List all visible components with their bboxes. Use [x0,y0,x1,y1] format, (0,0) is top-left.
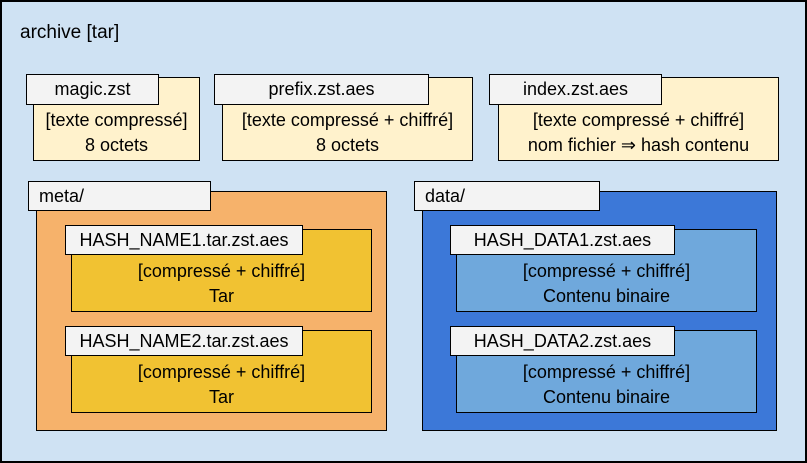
file-card-hash-data2: [compressé + chiffré] Contenu binaire HA… [450,326,757,413]
file-desc-line2: nom fichier ⇒ hash contenu [527,135,750,155]
file-name-label: index.zst.aes [522,79,629,99]
file-desc-line2: Contenu binaire [542,285,671,306]
file-name-label: HASH_NAME2.tar.zst.aes [79,330,289,351]
file-card-hash-data1: [compressé + chiffré] Contenu binaire HA… [450,225,757,312]
file-desc-line2: 8 octets [84,135,149,155]
file-desc-hash-data1: [compressé + chiffré] Contenu binaire [457,256,756,311]
file-desc-line2: Tar [208,386,234,407]
file-desc-hash-name1: [compressé + chiffré] Tar [72,256,371,311]
file-desc-line1: [texte compressé + chiffré] [241,110,454,130]
folder-tab-data: data/ [414,181,600,211]
file-body-hash-data2: [compressé + chiffré] Contenu binaire [456,330,757,413]
file-name-label: HASH_DATA1.zst.aes [473,229,652,250]
folder-data: data/ [compressé + chiffré] Contenu bina… [414,181,777,431]
file-tab-hash-name2: HASH_NAME2.tar.zst.aes [65,326,303,356]
file-desc-line1: [compressé + chiffré] [522,361,691,382]
file-desc-line2: Contenu binaire [542,386,671,407]
file-desc-index: [texte compressé + chiffré] nom fichier … [499,106,778,160]
file-desc-line1: [texte compressé + chiffré] [532,110,745,130]
file-tab-prefix: prefix.zst.aes [214,74,429,105]
file-card-index: [texte compressé + chiffré] nom fichier … [489,74,779,161]
folder-name-label: data/ [425,185,466,206]
file-desc-hash-data2: [compressé + chiffré] Contenu binaire [457,357,756,412]
file-card-hash-name1: [compressé + chiffré] Tar HASH_NAME1.tar… [65,225,372,312]
file-name-label: magic.zst [54,79,131,99]
file-name-label: HASH_DATA2.zst.aes [473,330,652,351]
folder-tab-meta: meta/ [28,181,211,211]
file-card-prefix: [texte compressé + chiffré] 8 octets pre… [214,74,473,161]
folder-meta: meta/ [compressé + chiffré] Tar HASH_NAM… [28,181,387,431]
file-desc-line1: [compressé + chiffré] [137,361,306,382]
file-card-hash-name2: [compressé + chiffré] Tar HASH_NAME2.tar… [65,326,372,413]
file-desc-hash-name2: [compressé + chiffré] Tar [72,357,371,412]
file-desc-line1: [texte compressé] [45,110,188,130]
file-desc-line2: 8 octets [315,135,380,155]
file-tab-hash-data1: HASH_DATA1.zst.aes [450,225,675,255]
file-desc-prefix: [texte compressé + chiffré] 8 octets [223,106,472,160]
folder-name-label: meta/ [39,185,85,206]
file-tab-hash-name1: HASH_NAME1.tar.zst.aes [65,225,303,255]
file-card-magic: [texte compressé] 8 octets magic.zst [26,74,200,161]
file-tab-hash-data2: HASH_DATA2.zst.aes [450,326,675,356]
file-desc-magic: [texte compressé] 8 octets [34,106,199,160]
file-desc-line2: Tar [208,285,234,306]
file-desc-line1: [compressé + chiffré] [522,260,691,281]
archive-title: archive [tar] [20,22,120,43]
file-desc-line1: [compressé + chiffré] [137,260,306,281]
file-name-label: HASH_NAME1.tar.zst.aes [79,229,289,250]
file-tab-index: index.zst.aes [489,74,662,105]
file-tab-magic: magic.zst [26,74,159,105]
file-name-label: prefix.zst.aes [268,79,375,99]
